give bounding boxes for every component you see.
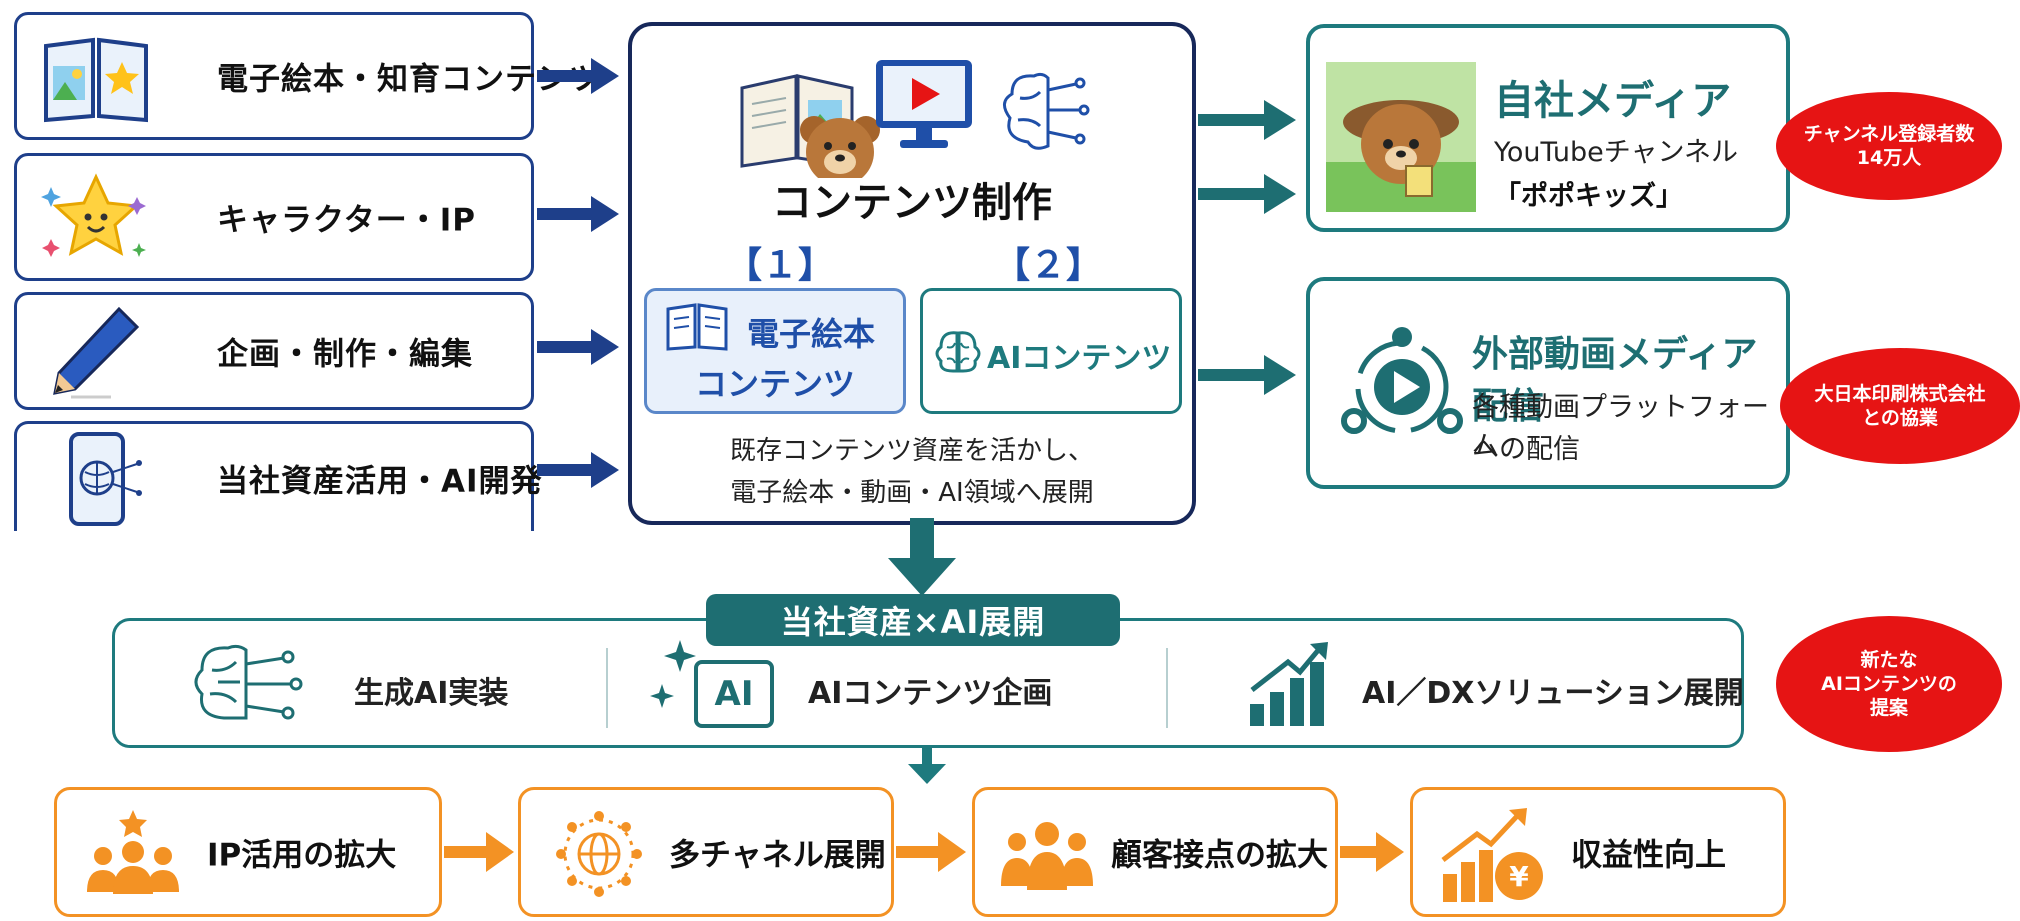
svg-text:¥: ¥	[1509, 860, 1529, 893]
arrow-right-icon	[1198, 174, 1296, 214]
content-production-box: コンテンツ制作 【１】 【２】 電子絵本 コンテンツ AIコンテンツ 既存コンテ…	[628, 22, 1196, 525]
ai-banner-label: 当社資産×AI展開	[780, 603, 1046, 641]
arrow-right-icon	[537, 58, 619, 94]
output-arrow-2	[1198, 355, 1296, 395]
outcome-profit: ¥ 収益性向上	[1410, 787, 1786, 917]
ai-item-planning: AIコンテンツ企画	[808, 676, 1053, 711]
external-media-line1: 各種動画プラットフォーム	[1472, 392, 1769, 462]
outcome-multichannel-label: 多チャネル展開	[669, 837, 886, 874]
ai-item-dx: AI／DXソリューション展開	[1362, 676, 1744, 711]
people-star-icon	[87, 810, 179, 894]
sparkle-icon	[650, 640, 696, 708]
input-box-ebook: 電子絵本・知育コンテンツ	[14, 12, 600, 140]
pencil-icon	[53, 306, 140, 399]
monitor-play-icon	[876, 60, 972, 148]
play-network-icon	[1341, 327, 1463, 434]
ai-content-label: AIコンテンツ	[987, 341, 1172, 376]
center-desc-line2: 電子絵本・動画・AI領域へ展開	[730, 478, 1094, 508]
input-label-ai: 当社資産活用・AI開発	[217, 463, 543, 499]
content-illustration	[740, 60, 1090, 178]
tablet-brain-icon	[69, 431, 142, 526]
down-arrow-main	[888, 518, 956, 596]
center-title: コンテンツ制作	[772, 180, 1052, 226]
book-icon	[666, 303, 728, 351]
input-arrows	[537, 58, 619, 488]
open-book-icon	[44, 37, 148, 123]
brain-icon	[935, 331, 981, 373]
external-media-line2: への配信	[1472, 434, 1580, 465]
arrow-down-icon	[888, 518, 956, 596]
input-box-planning: 企画・制作・編集	[14, 292, 534, 410]
own-media-title: 自社メディア	[1494, 78, 1732, 124]
own-media-box: 自社メディア YouTubeチャンネル 「ポポキッズ」	[1306, 24, 1790, 232]
growth-chart-icon	[1250, 642, 1328, 726]
arrow-right-icon	[1198, 100, 1296, 140]
growth-yen-icon: ¥	[1441, 808, 1543, 902]
input-label-ebook: 電子絵本・知育コンテンツ	[217, 61, 601, 98]
center-desc-line1: 既存コンテンツ資産を活かし、	[729, 436, 1094, 466]
outcome-profit-label: 収益性向上	[1571, 837, 1726, 874]
ebook-label-line1: 電子絵本	[747, 315, 876, 353]
ai-banner: 当社資産×AI展開	[706, 594, 1120, 646]
input-box-ai: 当社資産活用・AI開発	[14, 421, 542, 531]
subscribers-bubble: チャンネル登録者数 14万人	[1776, 92, 2002, 200]
tag-2: 【２】	[994, 245, 1103, 286]
brain-circuit-icon	[194, 644, 303, 720]
ebook-label-line2: コンテンツ	[694, 365, 855, 403]
own-media-line2: 「ポポキッズ」	[1494, 181, 1683, 212]
partner-bubble: 大日本印刷株式会社 との協業	[1780, 348, 2020, 464]
outcome-multichannel: 多チャネル展開	[518, 787, 894, 917]
down-arrow-small	[908, 748, 946, 784]
input-label-character: キャラクター・IP	[217, 202, 477, 239]
arrow-down-icon	[908, 748, 946, 784]
arrow-right-icon	[537, 329, 619, 365]
external-media-box: 外部動画メディア配信 各種動画プラットフォーム への配信	[1306, 277, 1790, 489]
tag-1: 【１】	[726, 245, 835, 286]
proposal-bubble: 新たな AIコンテンツの 提案	[1776, 616, 2002, 752]
input-box-character: キャラクター・IP	[14, 153, 534, 281]
smiling-star-icon	[41, 173, 146, 257]
divider	[606, 648, 608, 728]
external-media-title: 外部動画メディア配信	[1472, 334, 1758, 427]
arrow-right-icon	[1198, 355, 1296, 395]
ebook-content-box: 電子絵本 コンテンツ	[644, 288, 906, 414]
ai-content-box: AIコンテンツ	[920, 288, 1182, 414]
brain-circuit-icon	[1003, 72, 1090, 150]
ai-badge-text: AI	[714, 674, 754, 714]
outcome-arrows	[444, 832, 1404, 872]
outcome-touchpoints: 顧客接点の拡大	[972, 787, 1338, 917]
outcome-ip-label: IP活用の拡大	[207, 837, 397, 874]
outcome-ip: IP活用の拡大	[54, 787, 442, 917]
arrow-right-icon	[1340, 832, 1404, 872]
ai-item-generative: 生成AI実装	[354, 676, 509, 711]
bear-character-thumbnail	[1326, 62, 1476, 212]
arrow-right-icon	[537, 196, 619, 232]
input-label-planning: 企画・制作・編集	[217, 336, 473, 373]
bear-icon	[800, 116, 880, 178]
globe-network-icon	[556, 811, 642, 897]
arrow-right-icon	[444, 832, 514, 872]
divider	[1166, 648, 1168, 728]
outcome-touchpoints-label: 顧客接点の拡大	[1111, 837, 1328, 874]
arrow-right-icon	[896, 832, 966, 872]
ai-badge-icon: AI	[694, 660, 774, 728]
people-group-icon	[1001, 822, 1093, 890]
arrow-right-icon	[537, 452, 619, 488]
own-media-line1: YouTubeチャンネル	[1494, 137, 1738, 168]
output-arrows	[1198, 100, 1296, 214]
